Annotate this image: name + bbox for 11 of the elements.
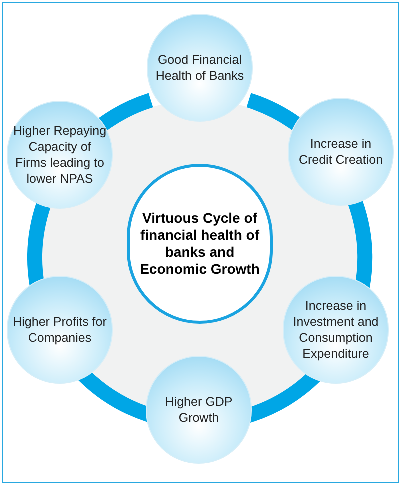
stage-label: Increase in Investment and Consumption Expenditure — [292, 298, 380, 362]
stage-label: Increase in Credit Creation — [298, 136, 384, 168]
title-text: Virtuous Cycle of financial health of banks and Economic Growth — [139, 210, 261, 278]
stage-label: Higher Profits for Companies — [12, 314, 108, 346]
ring-connector — [348, 200, 372, 290]
ring-connector — [246, 93, 301, 130]
stage-label: Good Financial Health of Banks — [154, 52, 246, 84]
ring-connector — [98, 93, 154, 132]
stage-label: Higher GDP Growth — [164, 394, 234, 426]
stage-label: Higher Repaying Capacity of Firms leading to lower NPAS — [12, 123, 108, 187]
ring-connector — [28, 202, 52, 288]
